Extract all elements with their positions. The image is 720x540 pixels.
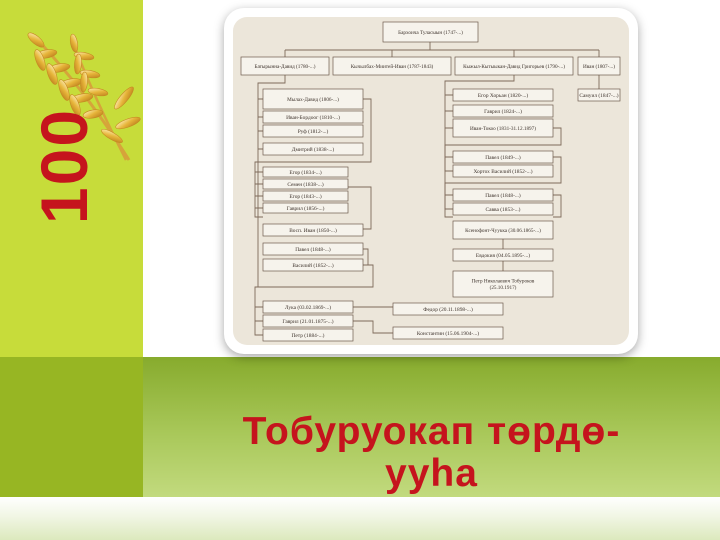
tree-node-a15: Федор (20.11.1898-...) <box>392 302 504 316</box>
tree-node-label: Мылах-Давид (1806-...) <box>287 96 339 103</box>
tree-node-label: Хортох Василий (1852-...) <box>473 168 532 175</box>
tree-node-label: Батырынна-Давид (1780-...) <box>254 63 315 70</box>
tree-node-a12: Лука (03.02.1869-...) <box>262 300 354 314</box>
tree-node-c8: Ксенофонт-Чуукка (30.06.1865-...) <box>452 220 554 240</box>
tree-node-label: Егор (1843-...) <box>289 193 322 200</box>
tree-node-a11: Василий (1852-...) <box>262 258 364 272</box>
tree-node-label: Ксенофонт-Чуукка (30.06.1865-...) <box>465 227 541 234</box>
tree-node-label: Дмитрий (1838-...) <box>292 146 335 153</box>
tree-node-label: Иван-Токоо (1831-31.12.1897) <box>470 125 536 132</box>
tree-node-label: Иван-Бордоог (1810-...) <box>286 114 340 121</box>
tree-node-a4: Дмитрий (1838-...) <box>262 142 364 156</box>
tree-node-c5: Хортох Василий (1852-...) <box>452 164 554 178</box>
tree-node-label: Кычылбах-Миитей-Иван (1787-1843) <box>351 63 434 70</box>
tree-node-label: Павел (1848-...) <box>295 246 331 253</box>
tree-node-label: Петр (1884-...) <box>292 332 325 339</box>
bottom-strip <box>0 497 720 540</box>
tree-node-label: Егор (1834-...) <box>289 169 322 176</box>
tree-node-label: Семен (1838-...) <box>287 181 324 188</box>
tree-node-g1-d: Иван (1807-...) <box>577 56 621 76</box>
anniversary-number: 100 <box>27 107 101 225</box>
tree-node-label: Лука (03.02.1869-...) <box>285 304 331 311</box>
tree-node-label: Савва (1853-...) <box>486 206 521 213</box>
tree-node-g1-b: Кычылбах-Миитей-Иван (1787-1843) <box>332 56 452 76</box>
tree-node-a1: Мылах-Давид (1806-...) <box>262 88 364 110</box>
tree-node-label: Павел (1849-...) <box>485 154 521 161</box>
tree-node-label: Кыжыл-Кытыыкан-Давид Григорьев (1790-...… <box>463 63 565 70</box>
wheat-icon <box>27 32 141 161</box>
tree-node-a6: Семен (1838-...) <box>262 178 349 190</box>
tree-node-a16: Константин (15.06.1904-...) <box>392 326 504 340</box>
tree-node-label: Павел (1848-...) <box>485 192 521 199</box>
tree-node-a13: Гаврил (21.01.1875-...) <box>262 314 354 328</box>
family-tree-photo-frame: Бархоича Туласыын (1747-...) Батырынна-Да… <box>224 8 638 354</box>
sidebar-accent <box>0 0 143 357</box>
tree-node-a2: Иван-Бордоог (1810-...) <box>262 110 364 124</box>
tree-node-c6: Павел (1848-...) <box>452 188 554 202</box>
tree-node-label: Петр Николаевич Тобуроков(25.10.1917) <box>472 278 535 291</box>
tree-node-label: Гаврил (1856-...) <box>287 205 325 212</box>
tree-node-label: Бархоича Туласыын (1747-...) <box>398 29 463 36</box>
tree-node-a9: Восп. Иван (1850-...) <box>262 223 364 237</box>
tree-node-a5: Егор (1834-...) <box>262 166 349 178</box>
tree-node-label: Василий (1852-...) <box>292 262 333 269</box>
tree-node-c10: Петр Николаевич Тобуроков(25.10.1917) <box>452 270 554 298</box>
title-band-dark <box>0 357 143 497</box>
tree-node-a10: Павел (1848-...) <box>262 242 364 256</box>
title-band-light <box>143 357 720 497</box>
tree-node-a14: Петр (1884-...) <box>262 328 354 342</box>
tree-node-g1-c: Кыжыл-Кытыыкан-Давид Григорьев (1790-...… <box>454 56 574 76</box>
family-tree-diagram: Бархоича Туласыын (1747-...) Батырынна-Да… <box>240 21 621 342</box>
tree-node-c7: Савва (1853-...) <box>452 202 554 216</box>
tree-node-root: Бархоича Туласыын (1747-...) <box>382 21 479 43</box>
tree-node-c4: Павел (1849-...) <box>452 150 554 164</box>
tree-node-label: Федор (20.11.1898-...) <box>423 306 473 313</box>
tree-node-a3: Руф (1812-...) <box>262 124 364 138</box>
tree-node-c3: Иван-Токоо (1831-31.12.1897) <box>452 118 554 138</box>
tree-node-label: Константин (15.06.1904-...) <box>417 330 479 337</box>
tree-node-c2: Гаврил (1824-...) <box>452 104 554 118</box>
tree-node-label: Иван (1807-...) <box>583 63 615 70</box>
tree-node-label: Восп. Иван (1850-...) <box>289 227 337 234</box>
tree-node-label: Руф (1812-...) <box>298 128 329 135</box>
slide-title: Тобуруокап төрдө- ууhа <box>143 411 720 495</box>
tree-node-label: Гаврил (1824-...) <box>484 108 522 115</box>
tree-node-d1: Самуил (1847-...) <box>577 88 621 102</box>
tree-node-a7: Егор (1843-...) <box>262 190 349 202</box>
slide-title-line-1: Тобуруокап төрдө- <box>242 410 621 453</box>
tree-node-label: Самуил (1847-...) <box>579 92 618 99</box>
tree-node-label: Егор Хорьан (1820-...) <box>478 92 529 99</box>
tree-node-label: Евдокия (04.05.1895-...) <box>476 252 530 259</box>
tree-node-a8: Гаврил (1856-...) <box>262 202 349 214</box>
tree-node-g1-a: Батырынна-Давид (1780-...) <box>240 56 330 76</box>
tree-node-label: Гаврил (21.01.1875-...) <box>282 318 333 325</box>
slide-title-line-2: ууhа <box>385 452 478 495</box>
family-tree-photo: Бархоича Туласыын (1747-...) Батырынна-Да… <box>233 17 629 345</box>
tree-node-c1: Егор Хорьан (1820-...) <box>452 88 554 102</box>
tree-node-c9: Евдокия (04.05.1895-...) <box>452 248 554 262</box>
